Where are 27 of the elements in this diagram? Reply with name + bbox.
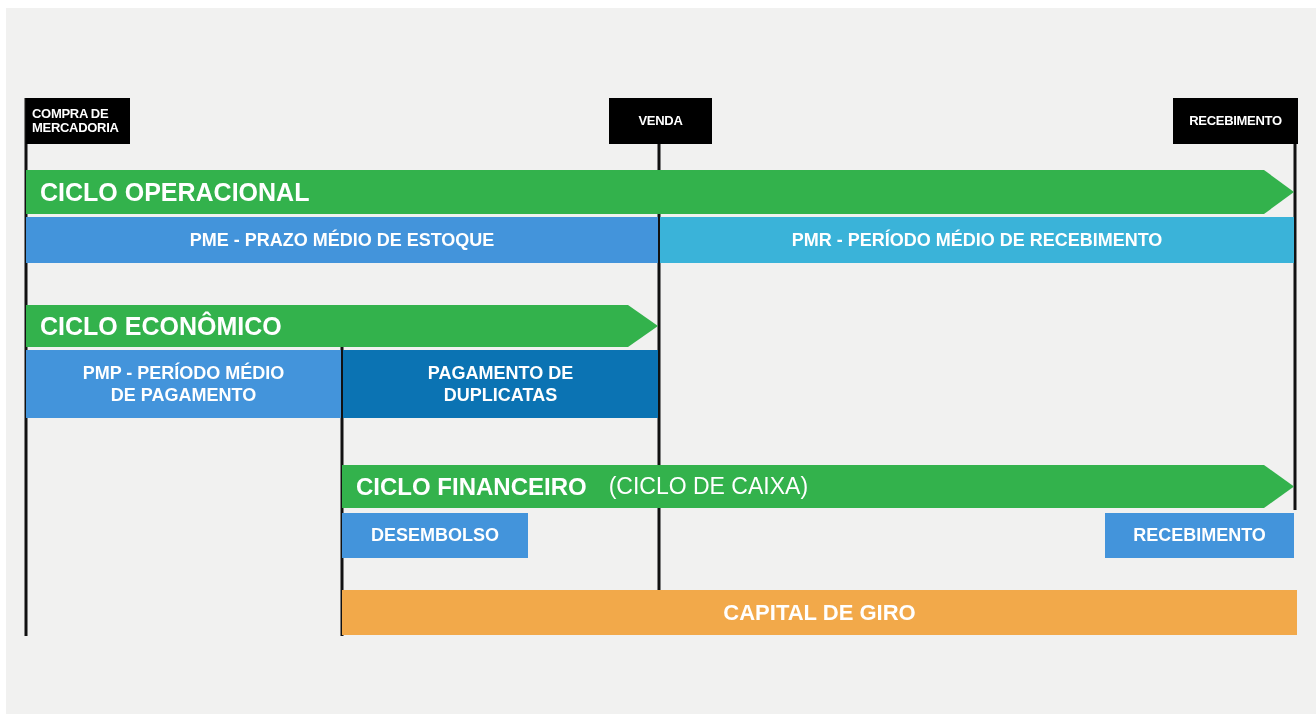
event-tag	[26, 98, 130, 144]
cycle-label: CICLO OPERACIONAL	[40, 177, 310, 207]
period-bar	[342, 513, 528, 558]
cycle-label: CICLO ECONÔMICO	[40, 311, 282, 341]
event-tag	[609, 98, 712, 144]
event-tag	[1173, 98, 1298, 144]
period-label: CAPITAL DE GIRO	[723, 598, 916, 627]
event-label: COMPRA DE MERCADORIA	[32, 106, 120, 136]
period-label: PMR - PERÍODO MÉDIO DE RECEBIMENTO	[791, 228, 1163, 252]
period-bar	[1105, 513, 1294, 558]
period-label: PME - PRAZO MÉDIO DE ESTOQUE	[189, 228, 495, 252]
cycle-label: CICLO FINANCEIRO	[356, 472, 587, 501]
period-label: RECEBIMENTO	[1133, 524, 1266, 547]
cycle-arrow-band	[26, 305, 658, 347]
event-label: RECEBIMENTO	[1189, 113, 1282, 129]
period-label: PAGAMENTO DE DUPLICATAS	[426, 361, 575, 407]
period-bar	[26, 217, 658, 263]
period-bar	[26, 350, 341, 418]
cycle-subtitle: (CICLO DE CAIXA)	[608, 473, 809, 500]
period-label: DESEMBOLSO	[371, 524, 499, 547]
period-bar	[660, 217, 1294, 263]
event-label: VENDA	[638, 113, 683, 129]
period-bar	[342, 590, 1297, 635]
period-label: PMP - PERÍODO MÉDIO DE PAGAMENTO	[81, 361, 286, 407]
cycle-arrow-band	[342, 465, 1294, 508]
period-bar	[343, 350, 658, 418]
cycle-arrow-band	[26, 170, 1294, 214]
